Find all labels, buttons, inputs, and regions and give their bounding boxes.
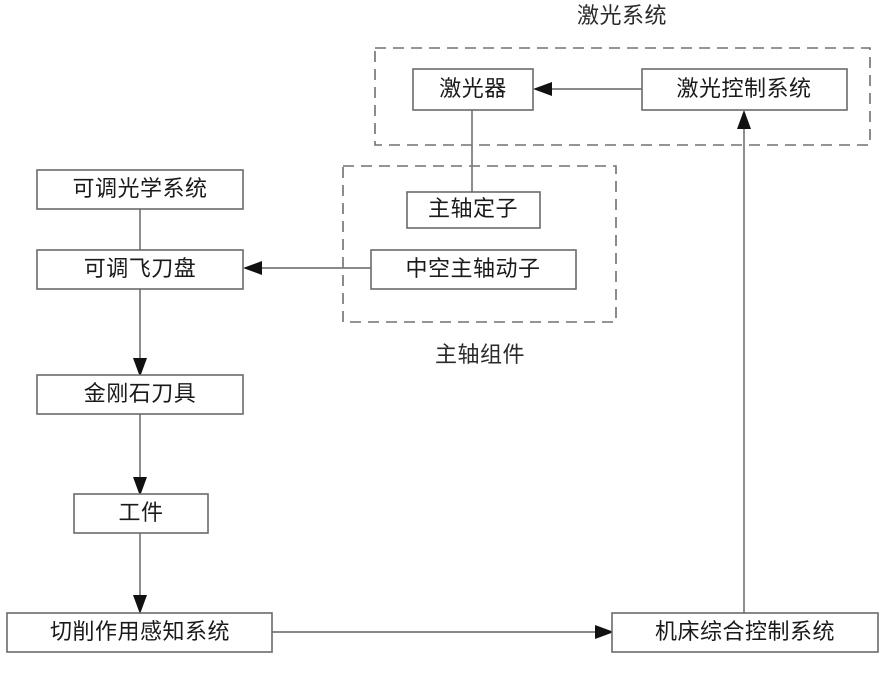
arrowhead-up-lasercontrol [737,110,751,129]
arrowhead-right-machinecontrol [595,625,614,639]
node-box-hollow-spindle-rotor[interactable] [370,249,577,290]
group-label-laser-system: 激光系统 [577,3,667,28]
node-box-adjustable-fly-cutter-disc[interactable] [36,249,244,290]
node-label-machine-integrated-control-system: 机床综合控制系统 [655,619,835,644]
node-workpiece[interactable]: 工件 [73,493,209,534]
node-box-machine-integrated-control-system[interactable] [611,612,879,653]
node-diamond-tool[interactable]: 金刚石刀具 [36,374,244,415]
node-adjustable-optical-system[interactable]: 可调光学系统 [36,169,244,210]
node-machine-integrated-control-system[interactable]: 机床综合控制系统 [611,612,879,653]
arrowhead-down-sensing [133,595,147,614]
node-box-adjustable-optical-system[interactable] [36,169,244,210]
node-laser[interactable]: 激光器 [412,68,534,111]
node-box-laser[interactable] [412,68,534,111]
node-adjustable-fly-cutter-disc[interactable]: 可调飞刀盘 [36,249,244,290]
node-label-cutting-sensing-system: 切削作用感知系统 [50,619,230,644]
node-spindle-stator[interactable]: 主轴定子 [406,191,541,229]
node-label-diamond-tool: 金刚石刀具 [84,381,197,406]
node-label-hollow-spindle-rotor: 中空主轴动子 [405,256,540,281]
arrowhead-down-diamondtool [133,358,147,377]
arrowhead-down-workpiece [133,477,147,496]
node-box-spindle-stator[interactable] [406,191,541,229]
node-label-spindle-stator: 主轴定子 [428,196,518,221]
group-box-laser-system [374,47,871,146]
node-cutting-sensing-system[interactable]: 切削作用感知系统 [6,612,273,653]
node-box-laser-control-system[interactable] [641,68,848,111]
node-box-workpiece[interactable] [73,493,209,534]
group-box-spindle-assembly [342,165,617,323]
node-label-adjustable-optical-system: 可调光学系统 [72,176,207,201]
group-label-spindle-assembly: 主轴组件 [435,342,525,367]
node-hollow-spindle-rotor[interactable]: 中空主轴动子 [370,249,577,290]
arrowhead-left-laser [533,82,552,96]
node-label-adjustable-fly-cutter-disc: 可调飞刀盘 [84,256,197,281]
arrowhead-left-flycutter [243,261,262,275]
node-box-diamond-tool[interactable] [36,374,244,415]
node-box-cutting-sensing-system[interactable] [6,612,273,653]
node-label-laser: 激光器 [439,76,507,101]
node-laser-control-system[interactable]: 激光控制系统 [641,68,848,111]
node-label-workpiece: 工件 [118,500,163,525]
node-label-laser-control-system: 激光控制系统 [676,76,811,101]
